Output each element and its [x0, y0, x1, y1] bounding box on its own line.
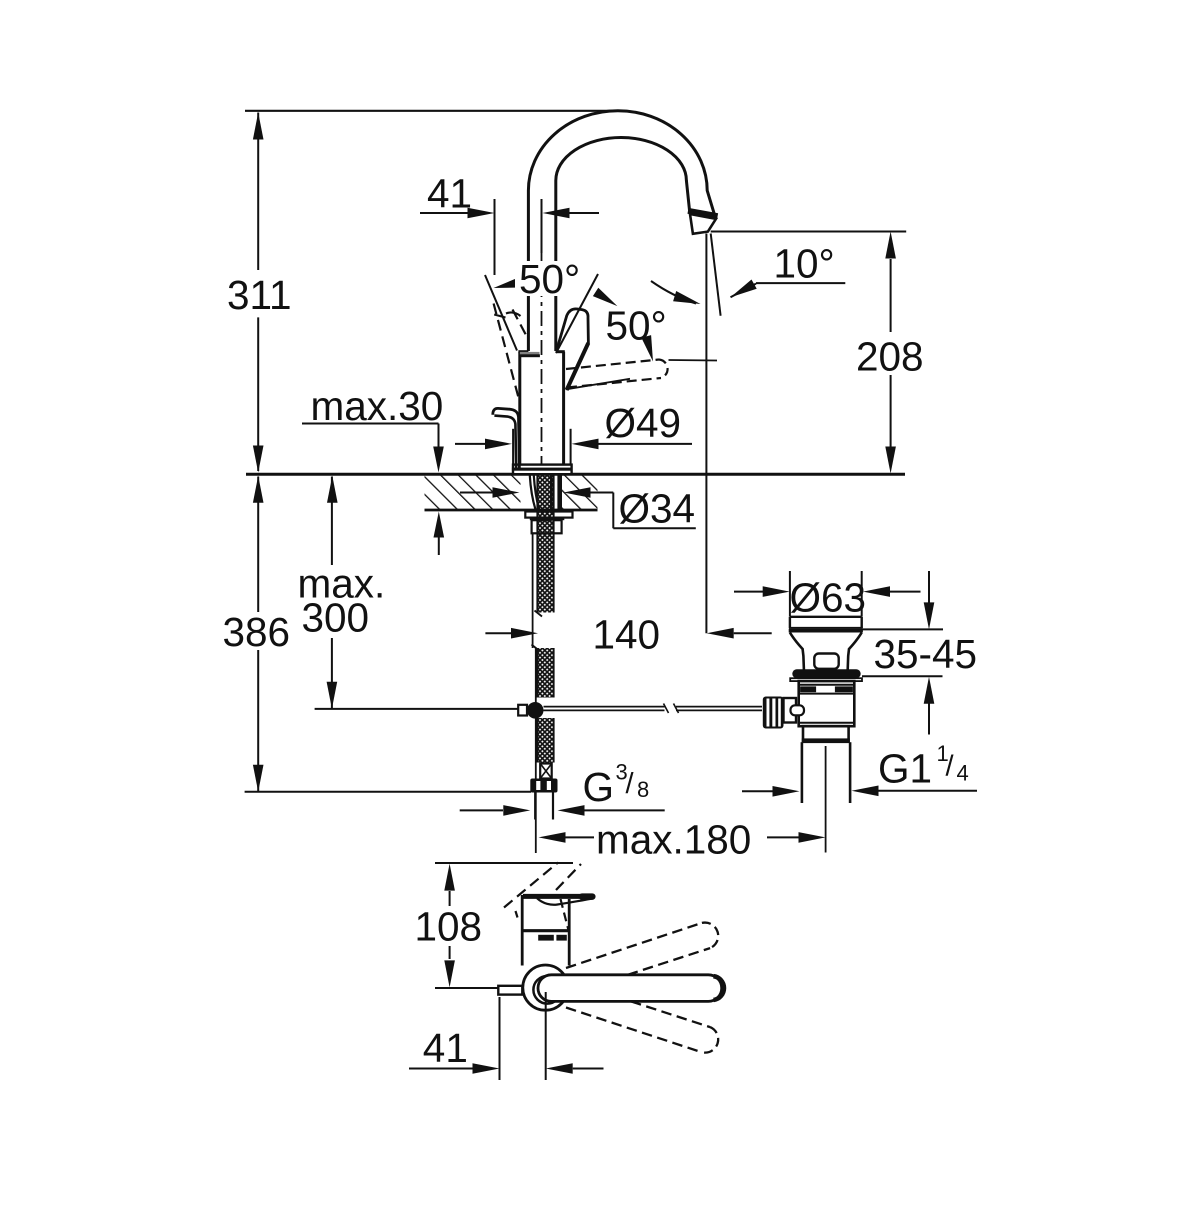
- svg-text:50°: 50°: [519, 256, 580, 302]
- svg-text:1: 1: [937, 741, 949, 766]
- svg-text:35-45: 35-45: [874, 631, 978, 677]
- svg-text:G1: G1: [878, 745, 932, 791]
- svg-text:8: 8: [637, 777, 649, 802]
- svg-text:max.180: max.180: [596, 816, 751, 862]
- svg-text:108: 108: [415, 903, 483, 949]
- svg-text:max.: max.: [298, 561, 386, 607]
- svg-text:Ø49: Ø49: [605, 400, 682, 446]
- svg-text:max.30: max.30: [311, 383, 444, 429]
- svg-text:311: 311: [227, 272, 292, 318]
- svg-text:/: /: [626, 768, 635, 800]
- svg-text:41: 41: [423, 1025, 468, 1071]
- svg-text:3: 3: [616, 760, 628, 785]
- svg-text:50°: 50°: [606, 303, 667, 349]
- svg-text:G: G: [583, 764, 615, 810]
- svg-text:Ø34: Ø34: [619, 485, 696, 531]
- svg-text:Ø63: Ø63: [790, 575, 867, 621]
- svg-text:41: 41: [427, 171, 472, 217]
- svg-text:386: 386: [223, 609, 291, 655]
- svg-text:4: 4: [957, 760, 969, 785]
- svg-text:140: 140: [593, 611, 661, 657]
- svg-text:300: 300: [302, 595, 370, 641]
- svg-text:10°: 10°: [774, 241, 835, 287]
- svg-text:/: /: [946, 751, 955, 783]
- svg-text:208: 208: [856, 334, 924, 380]
